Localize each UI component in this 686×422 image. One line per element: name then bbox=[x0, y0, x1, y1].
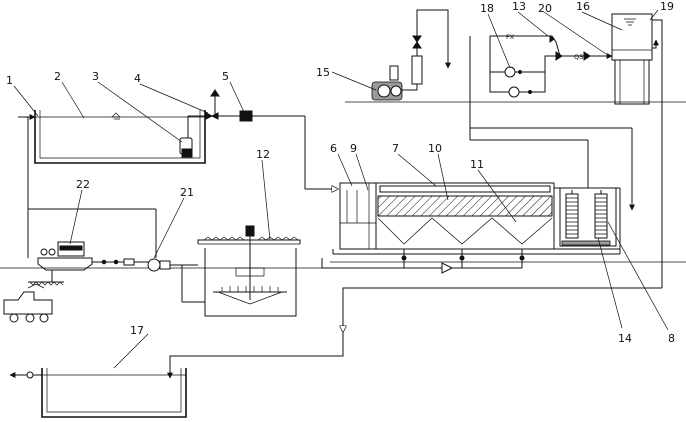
sludge-truck bbox=[3, 270, 64, 323]
label-19: 19 bbox=[660, 0, 674, 13]
label-10: 10 bbox=[428, 142, 442, 155]
submersible-pump bbox=[179, 116, 193, 158]
label-14: 14 bbox=[618, 332, 632, 345]
label-5: 5 bbox=[222, 70, 229, 83]
label-7: 7 bbox=[392, 142, 399, 155]
label-9: 9 bbox=[350, 142, 357, 155]
label-21: 21 bbox=[180, 186, 194, 199]
flow-meter bbox=[215, 110, 338, 189]
leader-lines bbox=[13, 9, 669, 369]
air-pump-set bbox=[371, 9, 451, 101]
sludge-press bbox=[37, 241, 148, 271]
distribution-lines bbox=[469, 36, 635, 211]
label-11: 11 bbox=[470, 158, 484, 171]
label-1: 1 bbox=[6, 74, 13, 87]
qs-mark: QS bbox=[574, 53, 583, 61]
return-pipes bbox=[27, 117, 157, 258]
label-4: 4 bbox=[134, 72, 141, 85]
label-20: 20 bbox=[538, 2, 552, 15]
label-22: 22 bbox=[76, 178, 90, 191]
fx-mark: FX bbox=[506, 33, 515, 41]
number-labels: 1 2 3 4 5 6 7 8 9 10 11 12 13 14 15 16 1… bbox=[6, 0, 675, 345]
clarifier bbox=[197, 225, 301, 317]
sludge-pump bbox=[147, 258, 205, 303]
label-3: 3 bbox=[92, 70, 99, 83]
line-marks: FX QS bbox=[506, 33, 583, 61]
head-tank bbox=[611, 13, 663, 288]
label-12: 12 bbox=[256, 148, 270, 161]
dosing-system bbox=[489, 35, 613, 98]
label-8: 8 bbox=[668, 332, 675, 345]
label-18: 18 bbox=[480, 2, 494, 15]
treated-water-tank bbox=[9, 368, 187, 418]
sludge-drains bbox=[321, 249, 525, 274]
treated-water-pipe bbox=[167, 287, 662, 379]
outlet-valve bbox=[188, 89, 220, 120]
label-16: 16 bbox=[576, 0, 590, 13]
raw-water-tank bbox=[18, 110, 206, 164]
filter-unit bbox=[559, 187, 617, 247]
label-17: 17 bbox=[130, 324, 144, 337]
label-6: 6 bbox=[330, 142, 337, 155]
mixing-tank bbox=[339, 182, 377, 250]
label-13: 13 bbox=[512, 0, 526, 13]
label-15: 15 bbox=[316, 66, 330, 79]
label-2: 2 bbox=[54, 70, 61, 83]
